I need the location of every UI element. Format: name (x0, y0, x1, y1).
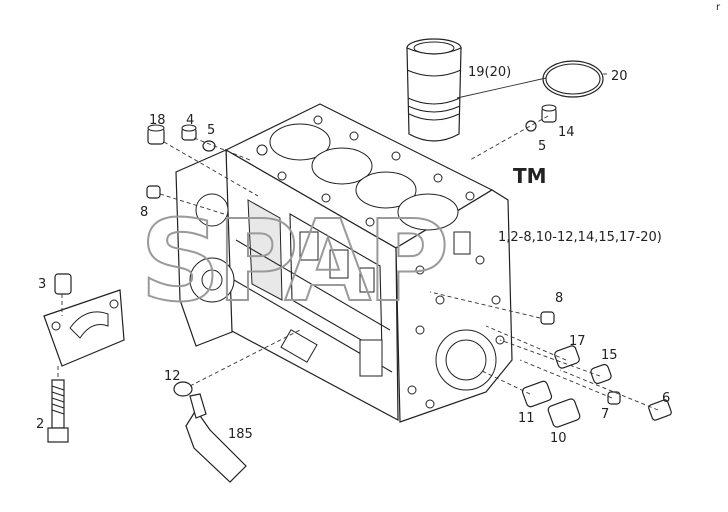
callout-11: 11 (518, 411, 535, 426)
callout-18: 18 (149, 113, 166, 128)
cylinder-block (175, 103, 513, 423)
plug-part-8b (540, 311, 555, 325)
cylinder-liner (406, 38, 462, 142)
bolt-part (47, 379, 69, 443)
o-ring-part (542, 60, 604, 98)
callout-6: 6 (662, 391, 670, 406)
callout-5-right: 5 (538, 139, 546, 154)
plug-part-4 (181, 124, 197, 141)
leader-lines (57, 73, 659, 411)
callout-19: 19(20) (468, 65, 511, 80)
plug-part-18 (147, 124, 165, 145)
group-label: 1,2-8,10-12,14,15,17-20) (498, 230, 662, 245)
seal-washer-5a (202, 140, 216, 152)
sealant-tube-part (185, 393, 247, 483)
callout-2: 2 (36, 417, 44, 432)
callout-5-left: 5 (207, 123, 215, 138)
plug-part-7 (607, 391, 621, 405)
bush-part-15 (590, 363, 612, 385)
callout-12: 12 (164, 369, 181, 384)
bearing-cap-part (43, 273, 125, 367)
callout-8-right: 8 (555, 291, 563, 306)
bush-part-10 (547, 398, 581, 428)
plug-part-6 (648, 399, 672, 421)
callout-8-left: 8 (140, 205, 148, 220)
plug-part-12 (173, 381, 193, 397)
callout-7: 7 (601, 407, 609, 422)
callout-4: 4 (186, 113, 194, 128)
callout-labels: 19(20) 20 18 4 5 5 14 8 1,2-8,10-12,14,1… (36, 2, 721, 446)
seal-washer-5b (525, 120, 537, 132)
watermark-text: SPAP (140, 197, 445, 327)
plug-part-8a (146, 185, 161, 199)
callout-185: 185 (228, 427, 253, 442)
callout-20: 20 (611, 69, 628, 84)
callout-3: 3 (38, 277, 46, 292)
callout-17: 17 (569, 334, 586, 349)
callout-14: 14 (558, 125, 575, 140)
callout-15: 15 (601, 348, 618, 363)
bush-part-11 (521, 380, 553, 408)
plug-part-14 (541, 104, 557, 123)
callout-10: 10 (550, 431, 567, 446)
corner-mark: r (716, 2, 721, 13)
trademark-mark: TM (513, 164, 547, 188)
